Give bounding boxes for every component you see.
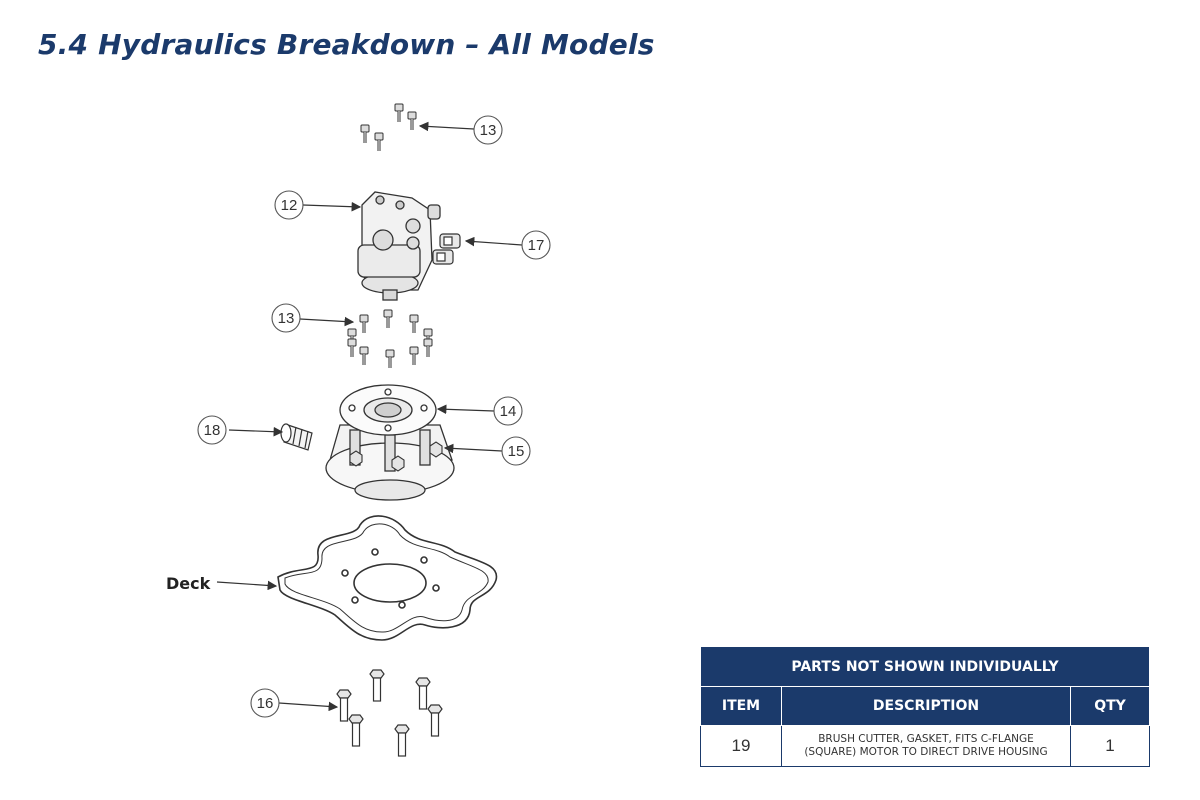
coupler bbox=[280, 423, 313, 451]
header-description: DESCRIPTION bbox=[781, 686, 1071, 726]
callout-15: 15 bbox=[501, 436, 531, 466]
callout-12: 12 bbox=[274, 190, 304, 220]
drive-housing bbox=[325, 384, 455, 501]
parts-table: PARTS NOT SHOWN INDIVIDUALLY ITEM DESCRI… bbox=[700, 646, 1150, 767]
page-title: 5.4 Hydraulics Breakdown – All Models bbox=[38, 28, 655, 61]
bolt-group-bottom bbox=[336, 669, 443, 757]
row-item: 19 bbox=[700, 725, 782, 767]
callout-14: 14 bbox=[493, 396, 523, 426]
callout-18: 18 bbox=[197, 415, 227, 445]
table-row: 19 BRUSH CUTTER, GASKET, FITS C-FLANGE (… bbox=[700, 725, 1150, 767]
callout-13-middle: 13 bbox=[271, 303, 301, 333]
hydraulic-motor bbox=[357, 191, 441, 301]
callout-16: 16 bbox=[250, 688, 280, 718]
row-qty: 1 bbox=[1070, 725, 1150, 767]
callout-leaders bbox=[216, 121, 523, 712]
bolt-group-top bbox=[359, 102, 418, 153]
header-item: ITEM bbox=[700, 686, 782, 726]
header-qty: QTY bbox=[1070, 686, 1150, 726]
deck-label: Deck bbox=[166, 574, 211, 593]
nuts bbox=[349, 441, 443, 472]
row-description: BRUSH CUTTER, GASKET, FITS C-FLANGE (SQU… bbox=[781, 725, 1071, 767]
svg-text:18: 18 bbox=[204, 422, 221, 439]
svg-text:13: 13 bbox=[278, 310, 295, 327]
row-description-line1: BRUSH CUTTER, GASKET, FITS C-FLANGE bbox=[818, 733, 1034, 745]
fittings bbox=[432, 233, 461, 265]
row-description-line2: (SQUARE) MOTOR TO DIRECT DRIVE HOUSING bbox=[804, 746, 1048, 758]
svg-text:14: 14 bbox=[500, 403, 517, 420]
parts-table-caption: PARTS NOT SHOWN INDIVIDUALLY bbox=[700, 646, 1150, 687]
bolt-group-middle bbox=[346, 308, 434, 370]
svg-text:13: 13 bbox=[480, 122, 497, 139]
svg-text:16: 16 bbox=[257, 695, 274, 712]
hydraulics-exploded-diagram: 13 12 17 13 14 18 15 16 Deck bbox=[166, 102, 551, 757]
callout-17: 17 bbox=[521, 230, 551, 260]
callout-13-top: 13 bbox=[473, 115, 503, 145]
svg-text:17: 17 bbox=[528, 237, 545, 254]
deck-plate bbox=[277, 515, 498, 641]
svg-text:12: 12 bbox=[281, 197, 298, 214]
svg-text:15: 15 bbox=[508, 443, 525, 460]
